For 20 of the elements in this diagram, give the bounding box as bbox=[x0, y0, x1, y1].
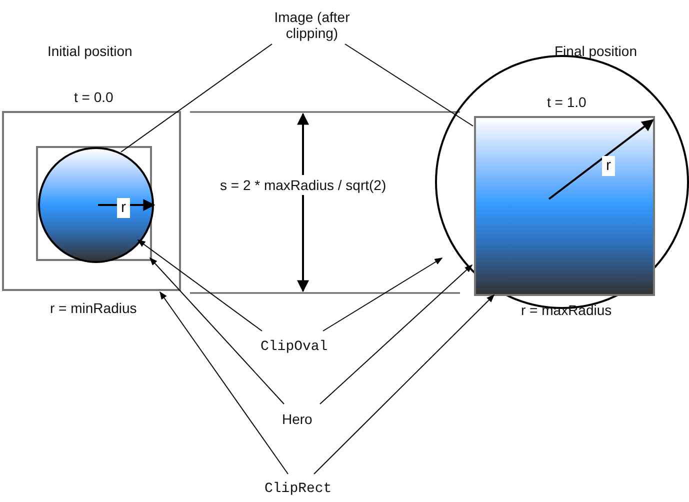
radius-label: r bbox=[117, 198, 130, 218]
callout-label: ClipRect bbox=[264, 481, 332, 497]
leader-line bbox=[120, 44, 272, 152]
time-label: t = 0.0 bbox=[74, 89, 114, 105]
arrow bbox=[314, 294, 495, 474]
panel-heading: Final position bbox=[554, 43, 637, 59]
callout-label: ClipOval bbox=[260, 339, 328, 355]
time-label: t = 1.0 bbox=[547, 94, 586, 110]
arrow bbox=[137, 240, 262, 332]
arrow bbox=[320, 264, 473, 404]
radius-label: r = minRadius bbox=[50, 300, 137, 316]
arrow bbox=[149, 257, 284, 404]
radius-label: r bbox=[602, 156, 615, 176]
arrow bbox=[160, 291, 288, 474]
panel-heading: Initial position bbox=[48, 43, 132, 59]
callout-label: Image (after clipping) bbox=[273, 9, 351, 41]
radius-label: r = maxRadius bbox=[521, 302, 612, 318]
leader-line bbox=[344, 44, 474, 126]
arrow bbox=[322, 258, 443, 332]
callout-label: Hero bbox=[282, 411, 312, 427]
